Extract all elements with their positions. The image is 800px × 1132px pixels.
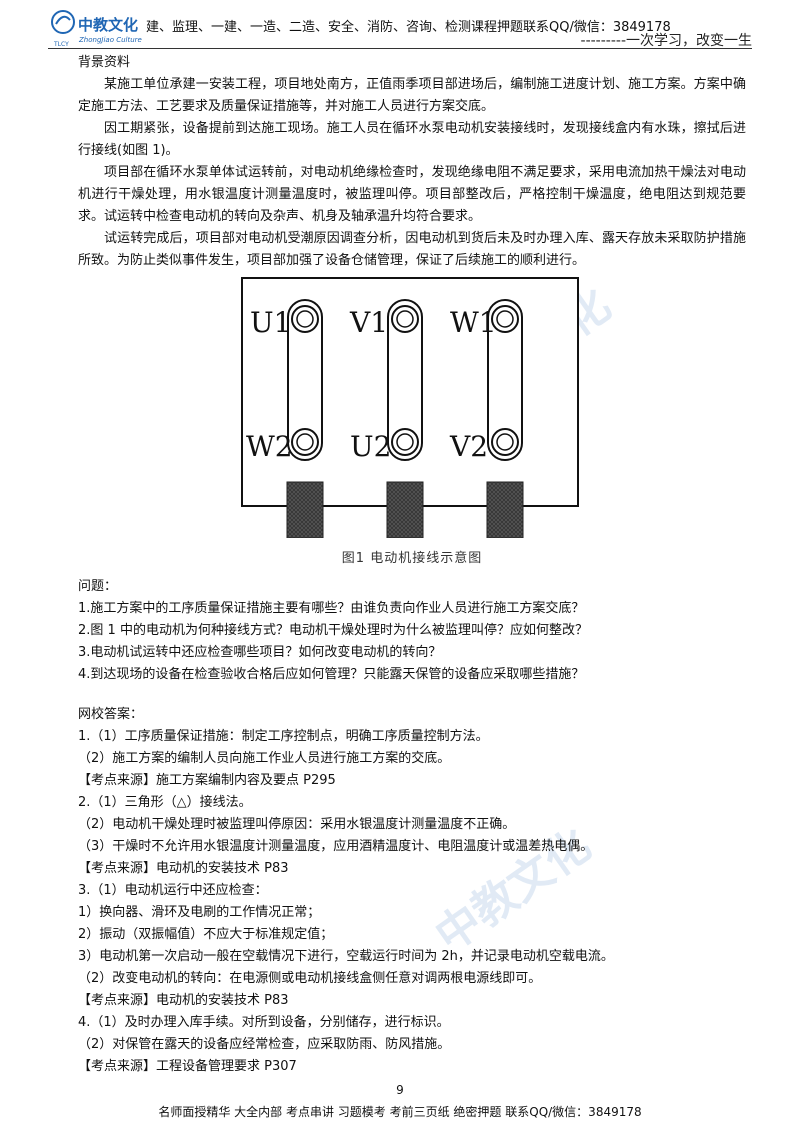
page-number: 9 [396, 1083, 404, 1097]
answer-line: 2）振动（双振幅值）不应大于标准规定值； [78, 927, 334, 942]
answer-source: 【考点来源】工程设备管理要求 P307 [78, 1059, 297, 1074]
logo-name-en: ZhongJiao Culture [78, 36, 142, 44]
terminal-label: U2 [350, 430, 391, 463]
answers-title: 网校答案： [78, 707, 144, 722]
answer-line: 2.（1）三角形（△）接线法。 [78, 795, 252, 810]
answer-line: 3）电动机第一次启动一般在空载情况下进行，空载运行时间为 2h，并记录电动机空载… [78, 949, 614, 964]
background-paragraph: 某施工单位承建一安装工程，项目地处南方，正值雨季项目部进场后，编制施工进度计划、… [78, 77, 746, 114]
logo-name: 中教文化 [78, 16, 138, 34]
answer-source: 【考点来源】施工方案编制内容及要点 P295 [78, 773, 336, 788]
motor-wiring-figure: U1 V1 W1 W2 U2 V2 图1 电动机接线示意图 [78, 276, 746, 576]
question-item: 2.图 1 中的电动机为何种接线方式？电动机干燥处理时为什么被监理叫停？应如何整… [78, 623, 588, 638]
terminal-label: V2 [449, 430, 488, 463]
answer-line: （2）电动机干燥处理时被监理叫停原因：采用水银温度计测量温度不正确。 [78, 817, 516, 832]
terminal-label: U1 [250, 306, 291, 339]
terminal-label: V1 [349, 306, 388, 339]
question-item: 1.施工方案中的工序质量保证措施主要有哪些？由谁负责向作业人员进行施工方案交底？ [78, 601, 585, 616]
answer-line: （2）改变电动机的转向：在电源侧或电动机接线盒侧任意对调两根电源线即可。 [78, 971, 542, 986]
answer-source: 【考点来源】电动机的安装技术 P83 [78, 861, 289, 876]
question-item: 4.到达现场的设备在检查验收合格后应如何管理？只能露天保管的设备应采取哪些措施？ [78, 667, 585, 682]
terminal-link-strap [287, 299, 323, 461]
background-title: 背景资料 [78, 55, 131, 70]
answer-line: 1）换向器、滑环及电刷的工作情况正常； [78, 905, 321, 920]
terminal-label: W2 [246, 430, 293, 463]
document-body: 背景资料 某施工单位承建一安装工程，项目地处南方，正值雨季项目部进场后，编制施工… [78, 52, 746, 1078]
answer-line: 4.（1）及时办理入库手续。对所到设备，分别储存，进行标识。 [78, 1015, 450, 1030]
answer-line: （2）对保管在露天的设备应经常检查，应采取防雨、防风措施。 [78, 1037, 451, 1052]
lead-wire [286, 481, 324, 538]
questions-title: 问题： [78, 579, 118, 594]
terminal-label: W1 [450, 306, 497, 339]
answer-line: 1.（1）工序质量保证措施：制定工序控制点，明确工序质量控制方法。 [78, 729, 489, 744]
background-paragraph: 试运转完成后，项目部对电动机受潮原因调查分析，因电动机到货后未及时办理入库、露天… [78, 231, 746, 268]
lead-wire [486, 481, 524, 538]
answer-source: 【考点来源】电动机的安装技术 P83 [78, 993, 289, 1008]
figure-caption: 图1 电动机接线示意图 [341, 551, 483, 566]
terminal-link-strap [387, 299, 423, 461]
brand-logo: TLCY 中教文化 ZhongJiao Culture [51, 10, 142, 48]
answer-line: （2）施工方案的编制人员向施工作业人员进行施工方案的交底。 [78, 751, 451, 766]
background-paragraph: 因工期紧张，设备提前到达施工现场。施工人员在循环水泵电动机安装接线时，发现接线盒… [78, 121, 746, 158]
background-paragraph: 项目部在循环水泵单体试运转前，对电动机绝缘检查时，发现绝缘电阻不满足要求，采用电… [78, 165, 746, 224]
page-header: TLCY 中教文化 ZhongJiao Culture 建、监理、一建、一造、二… [0, 0, 800, 60]
question-item: 3.电动机试运转中还应检查哪些项目？如何改变电动机的转向？ [78, 645, 442, 660]
lead-wire [386, 481, 424, 538]
footer-promo-text: 名师面授精华 大全内部 考点串讲 习题模考 考前三页纸 绝密押题 联系QQ/微信… [158, 1105, 642, 1119]
header-divider [48, 48, 752, 49]
header-contact-text: 建、监理、一建、一造、二造、安全、消防、咨询、检测课程押题联系QQ/微信：384… [146, 20, 671, 35]
answer-line: （3）干燥时不允许用水银温度计测量温度，应用酒精温度计、电阻温度计或温差热电偶。 [78, 839, 594, 854]
motor-terminal-box-diagram: U1 V1 W1 W2 U2 V2 [241, 277, 579, 538]
terminal-link-strap [487, 299, 523, 461]
logo-mark: TLCY [53, 41, 69, 48]
answer-line: 3.（1）电动机运行中还应检查： [78, 883, 268, 898]
header-slogan: ---------一次学习，改变一生 [580, 33, 752, 49]
